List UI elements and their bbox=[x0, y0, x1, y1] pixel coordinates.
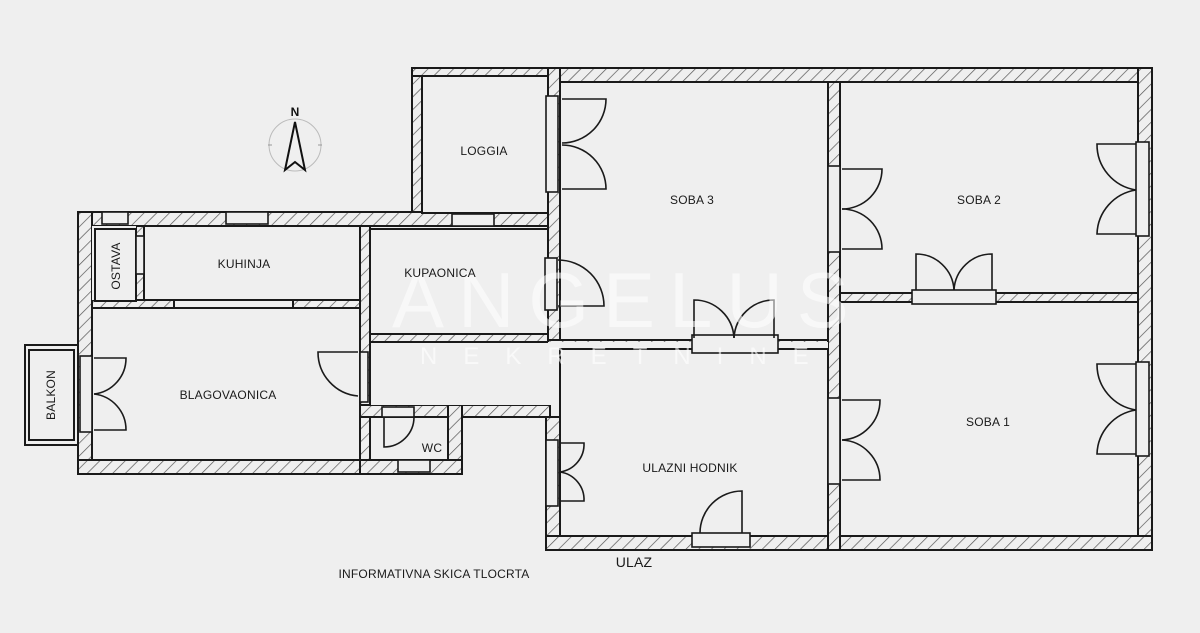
balcony bbox=[24, 344, 79, 446]
room-label-balkon: BALKON bbox=[44, 370, 58, 420]
room-label-soba-3: SOBA 3 bbox=[670, 193, 714, 207]
room-label-soba-2: SOBA 2 bbox=[957, 193, 1001, 207]
room-label-kuhinja: KUHINJA bbox=[217, 257, 271, 271]
room-label-blagovaonica: BLAGOVAONICA bbox=[179, 388, 277, 402]
door-swings bbox=[93, 98, 1137, 534]
room-label-ulazni-hodnik: ULAZNI HODNIK bbox=[642, 461, 738, 475]
room-floors bbox=[91, 75, 1139, 537]
north-arrow-icon bbox=[268, 118, 322, 173]
entrance-label: ULAZ bbox=[615, 554, 653, 570]
openings bbox=[79, 95, 1150, 548]
room-label-kupaonica: KUPAONICA bbox=[404, 266, 476, 280]
plan-caption: INFORMATIVNA SKICA TLOCRTA bbox=[338, 567, 530, 581]
room-label-wc: WC bbox=[421, 441, 443, 455]
room-label-soba-1: SOBA 1 bbox=[966, 415, 1010, 429]
room-label-ostava: OSTAVA bbox=[109, 242, 123, 290]
compass-north-label: N bbox=[290, 105, 300, 119]
room-label-loggia: LOGGIA bbox=[460, 144, 508, 158]
